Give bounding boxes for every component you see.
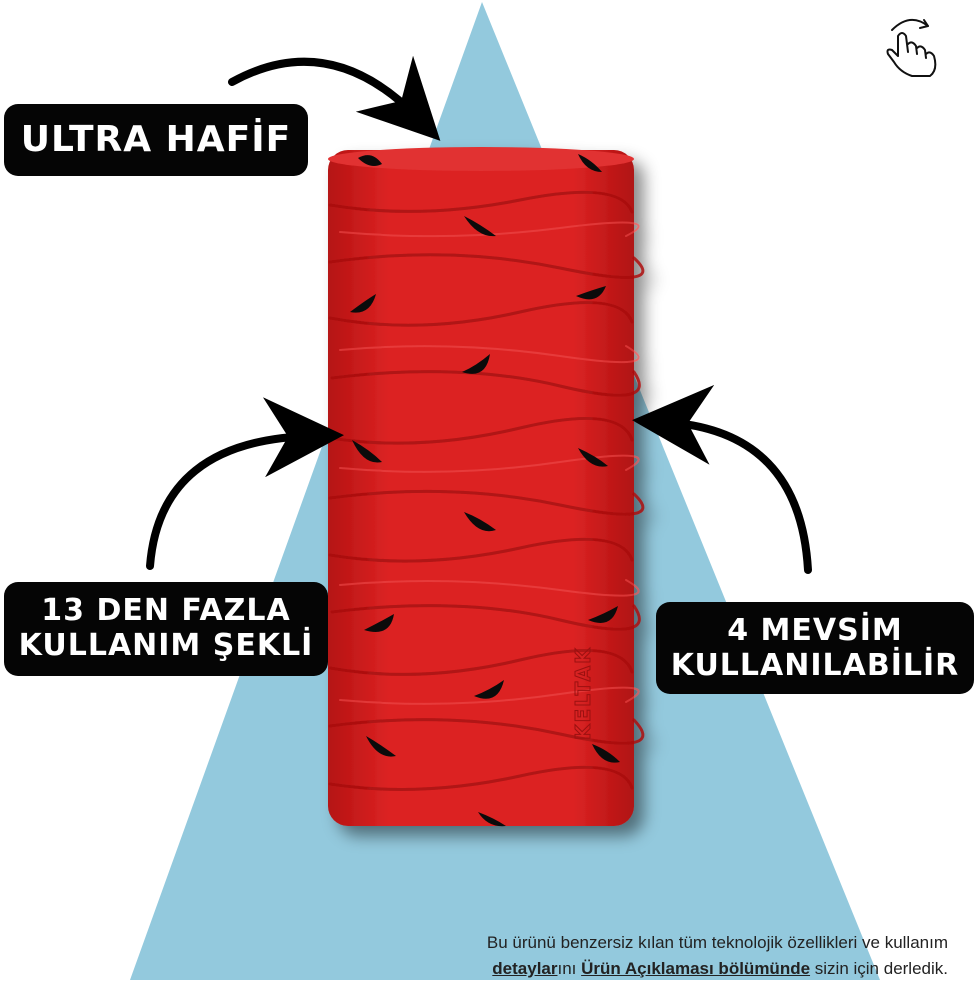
footnote: Bu ürünü benzersiz kılan tüm teknolojik … <box>360 930 976 982</box>
footnote-mid: ını <box>557 959 582 978</box>
four-seasons-label: 4 MEVSİM KULLANILABİLİR <box>656 602 974 694</box>
usage-count-label: 13 DEN FAZLA KULLANIM ŞEKLİ <box>4 582 328 676</box>
footnote-description-link[interactable]: Ürün Açıklaması bölümünde <box>581 959 811 978</box>
brand-mark: KELTAK <box>571 646 595 740</box>
usage-line-1: 13 DEN FAZLA <box>41 593 291 628</box>
seed-pattern <box>350 154 620 827</box>
ultra-light-text: ULTRA HAFİF <box>20 119 292 160</box>
seasons-line-2: KULLANILABİLİR <box>670 648 960 684</box>
ultra-light-label: ULTRA HAFİF <box>4 104 308 176</box>
footnote-end: sizin için derledik. <box>810 959 948 978</box>
usage-line-2: KULLANIM ŞEKLİ <box>18 628 314 664</box>
seasons-line-1: 4 MEVSİM <box>727 613 903 648</box>
arrow-ultra <box>228 55 441 141</box>
swipe-hand-icon <box>886 19 937 77</box>
footnote-details-link[interactable]: detaylar <box>492 959 558 978</box>
neck-gaiter-product <box>328 147 645 826</box>
arrow-seasons <box>632 384 812 574</box>
arrow-usage <box>146 397 344 570</box>
footnote-line-1: Bu ürünü benzersiz kılan tüm teknolojik … <box>486 933 948 952</box>
